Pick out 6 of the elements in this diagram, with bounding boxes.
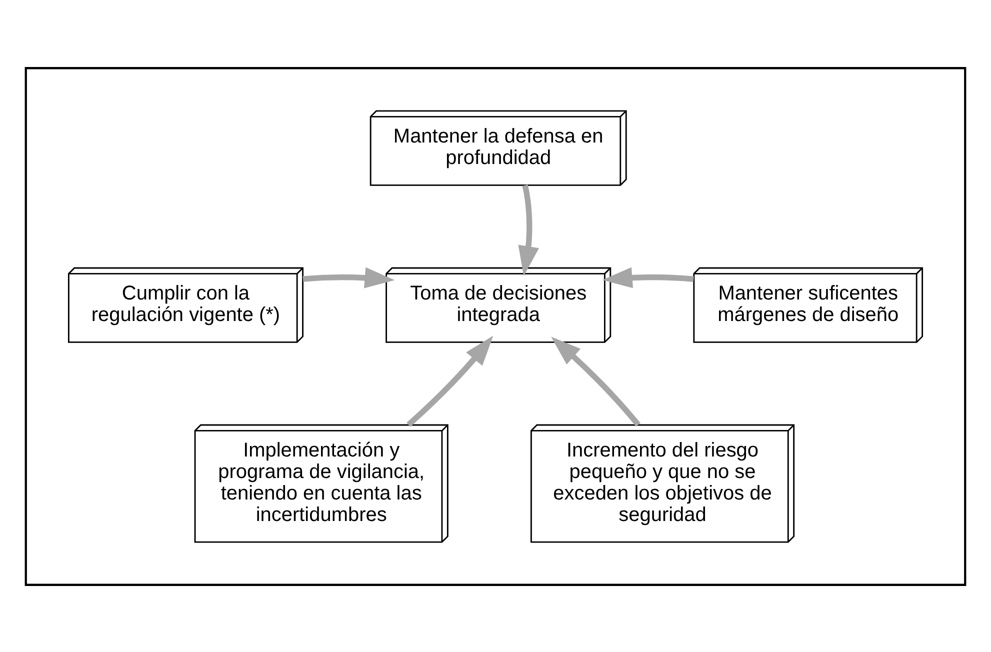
arrow (602, 266, 694, 288)
arrow (518, 184, 539, 276)
cluster (24, 66, 966, 586)
arrow (406, 335, 494, 426)
arrow (302, 266, 395, 288)
arrow (551, 336, 640, 426)
